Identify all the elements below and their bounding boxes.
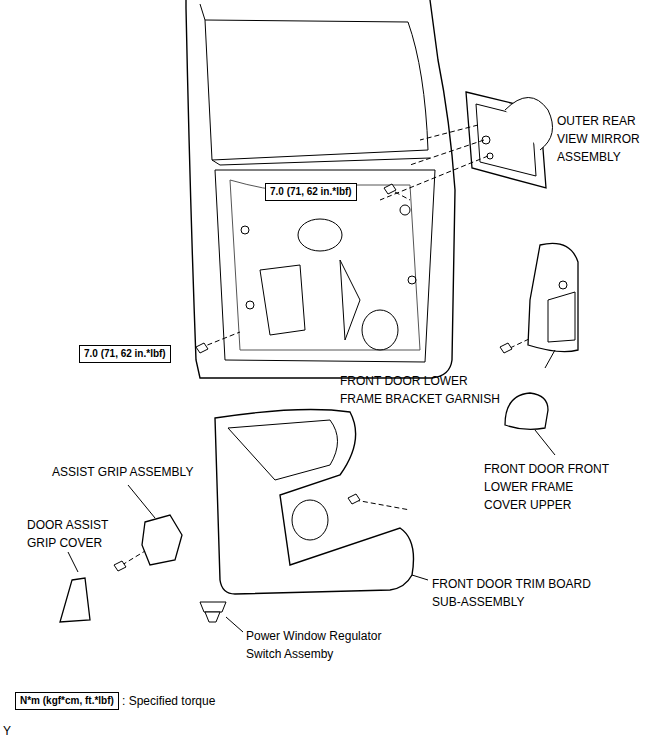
part-name: FRONT DOOR LOWER FRAME BRACKET GARNISH (340, 372, 500, 408)
torque-value: 7.0 (71, 62 in.*lbf) (84, 348, 166, 359)
part-name: DOOR ASSIST GRIP COVER (27, 516, 113, 552)
part-name: FRONT DOOR FRONT LOWER FRAME COVER UPPER (484, 460, 616, 514)
part-name: FRONT DOOR TRIM BOARD SUB-ASSEMBLY (432, 575, 607, 611)
torque-box: N*m (kgf*cm, ft.*lbf) (15, 692, 119, 710)
torque-box: 7.0 (71, 62 in.*lbf) (79, 345, 171, 363)
legend-text: : Specified torque (122, 692, 262, 710)
torque-box: 7.0 (71, 62 in.*lbf) (265, 183, 357, 201)
part-name: Power Window Regulator Switch Assemby (246, 627, 391, 663)
stray-letter: Y (3, 722, 23, 738)
torque-value: 7.0 (71, 62 in.*lbf) (270, 186, 352, 197)
part-name: OUTER REAR VIEW MIRROR ASSEMBLY (557, 112, 649, 166)
torque-value: N*m (kgf*cm, ft.*lbf) (20, 695, 114, 706)
part-name: ASSIST GRIP ASSEMBLY (52, 463, 212, 481)
